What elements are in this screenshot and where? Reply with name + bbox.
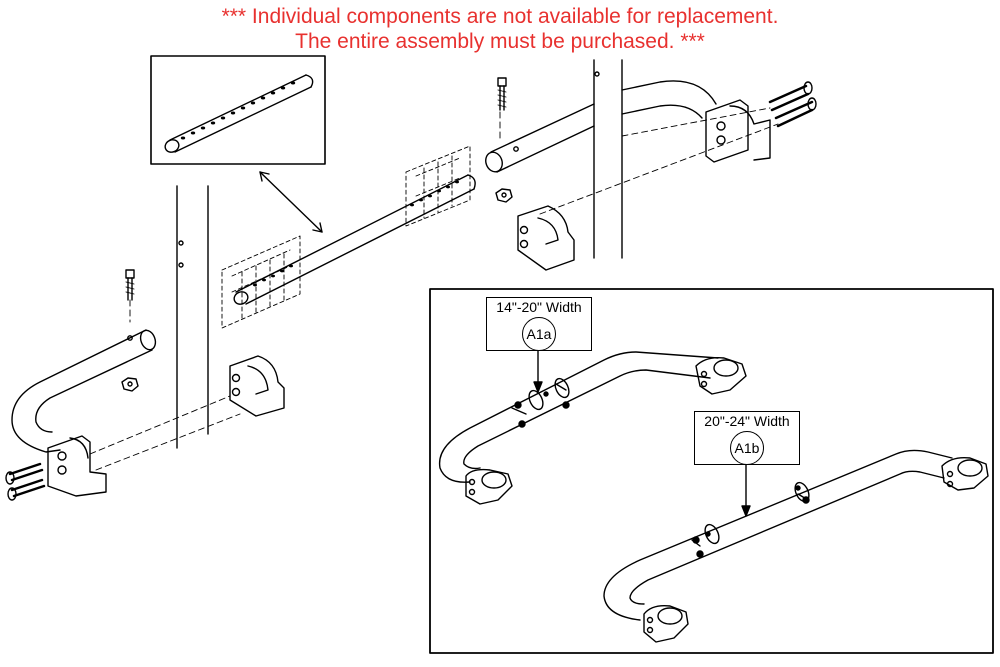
zoom-inset-box — [150, 55, 326, 165]
callout-arrow-a1a — [533, 348, 543, 393]
frame-tubes-left — [176, 185, 209, 449]
right-clamp-half — [517, 205, 575, 271]
left-clamp-half — [229, 355, 285, 417]
frame-tubes-right — [593, 59, 623, 259]
left-bent-tube — [5, 269, 241, 501]
callout-arrow-a1b — [741, 462, 751, 517]
warning-line-2: The entire assembly must be purchased. *… — [295, 30, 705, 53]
callout-box-a1a: 14"-20" Width A1a — [486, 297, 592, 351]
warning-line-1: *** Individual components are not availa… — [221, 5, 779, 28]
width-range-label-a1b: 20"-24" Width — [704, 413, 790, 429]
width-range-label-a1a: 14"-20" Width — [496, 299, 582, 315]
assembly-a1a — [438, 351, 747, 505]
assembly-a1b — [603, 449, 989, 643]
zoom-arrow — [259, 171, 323, 233]
callout-box-a1b: 20"-24" Width A1b — [694, 411, 800, 465]
part-id-circle-a1a: A1a — [522, 317, 556, 351]
right-bent-tube — [485, 77, 817, 215]
part-id-circle-a1b: A1b — [730, 431, 764, 465]
detail-frame — [429, 288, 994, 654]
center-tube — [221, 145, 476, 329]
